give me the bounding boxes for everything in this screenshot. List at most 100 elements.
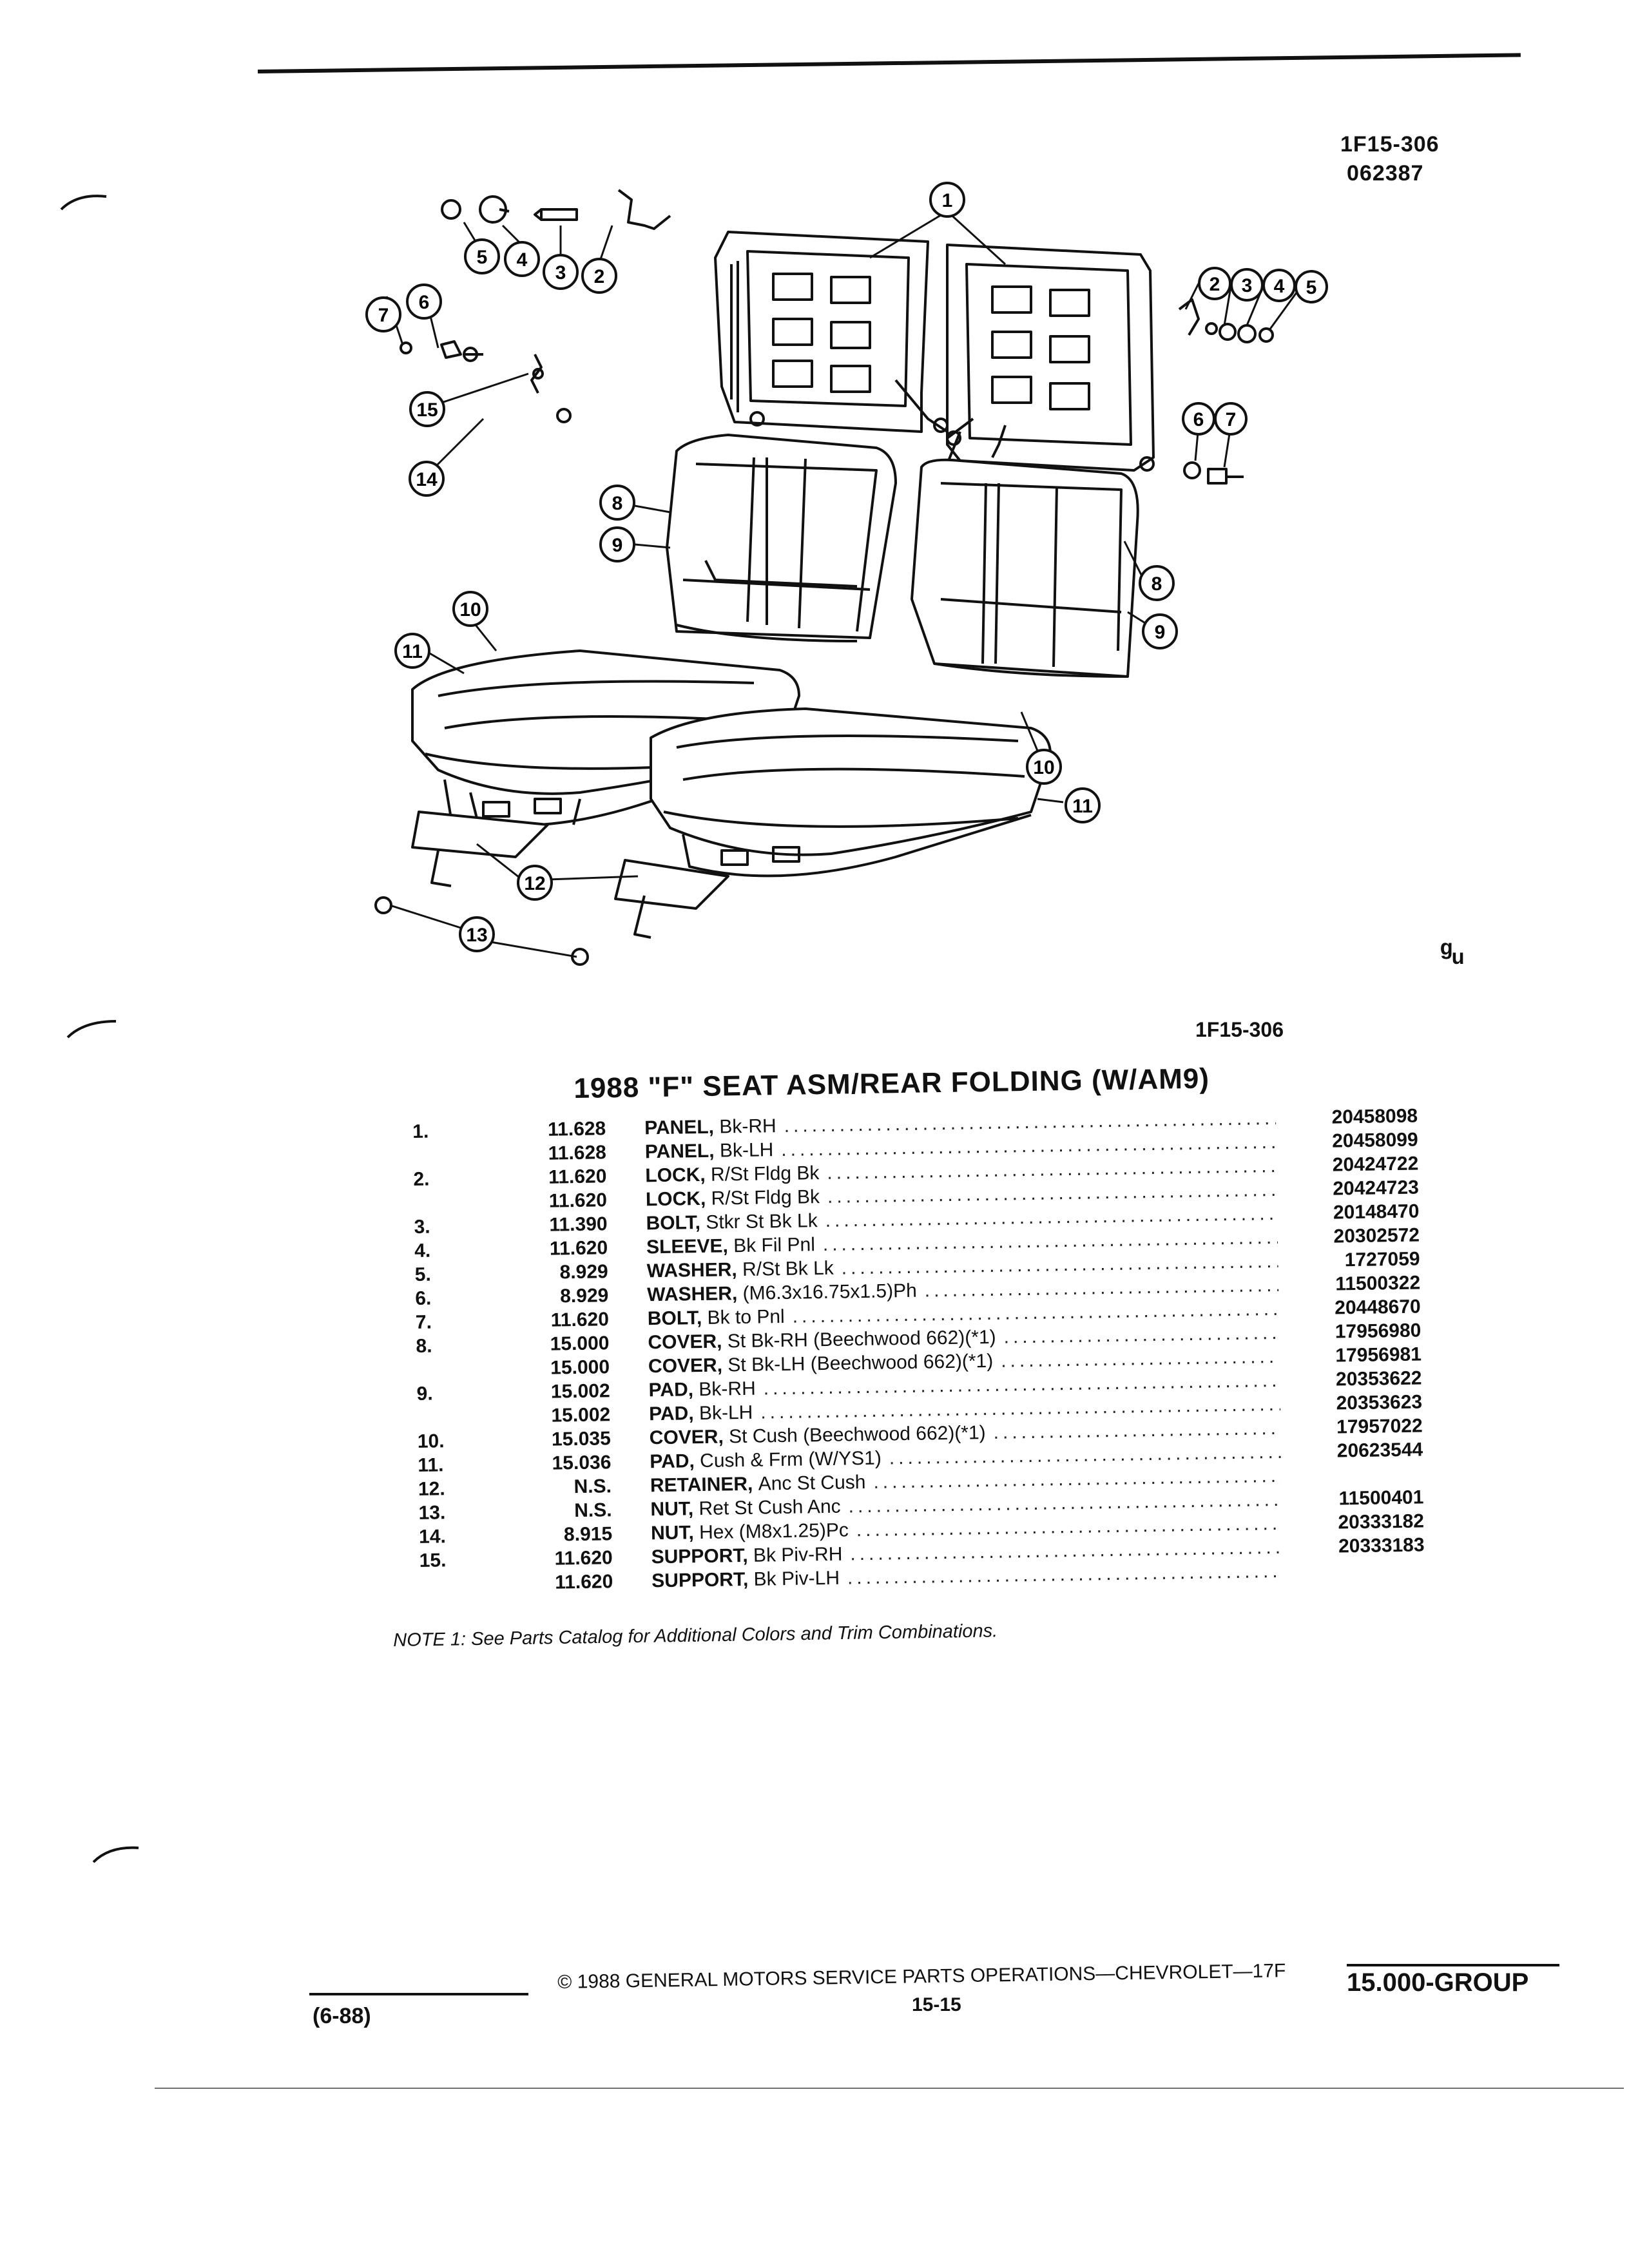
item-number: 6. [415,1287,432,1309]
group-number: 8.929 [559,1261,608,1283]
part-detail: St Bk-LH (Beechwood 662)(*1) [728,1350,994,1376]
item-number [417,1423,507,1424]
hardware-left [400,189,671,423]
part-name: NUT, [650,1522,695,1544]
part-number: 20302572 [1333,1224,1420,1247]
leader-dots [993,1346,1280,1372]
item-number: 9. [416,1383,433,1405]
part-number: 20458099 [1331,1129,1418,1152]
group-number: 11.390 [549,1213,608,1236]
part-number: 1727059 [1344,1248,1420,1271]
part-number: 17957022 [1336,1415,1423,1438]
group-number: 8.929 [559,1285,609,1307]
part-name: SUPPORT, [651,1544,748,1568]
callout-8-right: 8 [1139,565,1175,601]
part-name: PAD, [650,1450,695,1473]
svg-text:4: 4 [1274,276,1285,297]
part-name: SUPPORT, [651,1568,749,1592]
svg-text:5: 5 [1306,277,1317,298]
callout-8-left: 8 [599,485,635,521]
item-number [419,1590,510,1591]
item-number: 11. [418,1454,444,1476]
callout-9-right: 9 [1142,613,1178,649]
part-number: 17956980 [1335,1320,1422,1343]
svg-text:2: 2 [1210,274,1220,295]
bottom-rule [155,2088,1624,2089]
part-number: 20623544 [1336,1439,1423,1462]
svg-text:8: 8 [1152,573,1162,595]
callout-10-left: 10 [452,591,488,627]
part-number [1283,1575,1425,1577]
corner-mark: ᵍᵤ [1440,935,1464,969]
revision-date: (6-88) [313,2004,371,2028]
group-label: 15.000-GROUP [1347,1968,1529,1997]
callout-1: 1 [929,182,965,218]
exploded-seat-illustration [374,189,1300,966]
svg-text:7: 7 [1226,409,1237,430]
callout-2-right: 2 [1198,267,1231,300]
svg-text:4: 4 [517,249,528,271]
part-detail: Bk-RH [699,1378,756,1401]
part-name: WASHER, [647,1283,738,1306]
svg-text:8: 8 [612,493,623,514]
item-number: 14. [418,1526,447,1548]
footer-left-rule [309,1993,528,1995]
group-number: 15.002 [550,1380,610,1403]
svg-text:11: 11 [1072,796,1093,817]
part-number: 20424722 [1332,1153,1419,1176]
part-name: COVER, [648,1354,723,1378]
part-name: RETAINER, [650,1473,753,1497]
part-name: PAD, [648,1403,694,1425]
item-number [414,1208,504,1209]
part-name: SLEEVE, [646,1235,729,1258]
cover-st-bk-lh [666,434,897,642]
part-detail: R/St Fldg Bk [710,1162,820,1186]
part-name: LOCK, [645,1164,706,1187]
svg-text:14: 14 [416,469,438,490]
group-number: 11.628 [548,1142,607,1164]
part-detail: Bk to Pnl [707,1305,785,1329]
group-number: 15.035 [551,1428,612,1450]
page-number: 15-15 [912,1994,961,2015]
callout-13: 13 [459,916,495,952]
part-number: 17956981 [1335,1343,1422,1367]
part-name: PAD, [648,1379,694,1401]
callout-5-left: 5 [464,238,500,274]
callout-11-left: 11 [394,633,430,669]
item-number: 4. [414,1240,431,1262]
group-number: 15.036 [552,1452,612,1474]
item-number: 1. [412,1120,429,1142]
group-number: N.S. [574,1475,612,1498]
part-detail: St Bk-RH (Beechwood 662)(*1) [727,1326,996,1352]
part-name: BOLT, [647,1307,702,1330]
part-number: 20448670 [1334,1296,1421,1319]
footnote: NOTE 1: See Parts Catalog for Additional… [393,1620,998,1651]
figure-caption-code: 1F15-306 [1195,1018,1284,1041]
callout-15: 15 [409,391,445,427]
group-number: 11.620 [550,1309,610,1331]
svg-text:2: 2 [594,266,605,287]
part-number: 20333182 [1338,1510,1425,1533]
svg-text:1: 1 [942,190,953,211]
part-number: 11500322 [1335,1272,1421,1295]
callout-12: 12 [517,865,553,901]
group-number: 8.915 [563,1523,613,1546]
part-number: 11500401 [1338,1486,1424,1510]
item-number: 13. [418,1502,446,1524]
callout-10-right: 10 [1026,749,1062,785]
group-number: 15.002 [551,1404,611,1427]
cover-st-bk-rh [911,458,1139,678]
part-detail: R/St Fldg Bk [711,1186,820,1209]
footer-right-rule [1347,1964,1559,1966]
part-detail: Bk-RH [719,1115,776,1138]
callout-6-left: 6 [406,284,442,320]
svg-text:10: 10 [1033,757,1054,778]
retainers [374,811,729,966]
callout-2-left: 2 [581,258,617,294]
svg-text:6: 6 [1193,409,1204,430]
part-name: PANEL, [644,1116,715,1139]
part-name: COVER, [649,1426,724,1449]
part-detail: Stkr St Bk Lk [706,1210,818,1233]
part-name: COVER, [648,1331,722,1354]
part-detail: Bk-LH [699,1401,753,1425]
